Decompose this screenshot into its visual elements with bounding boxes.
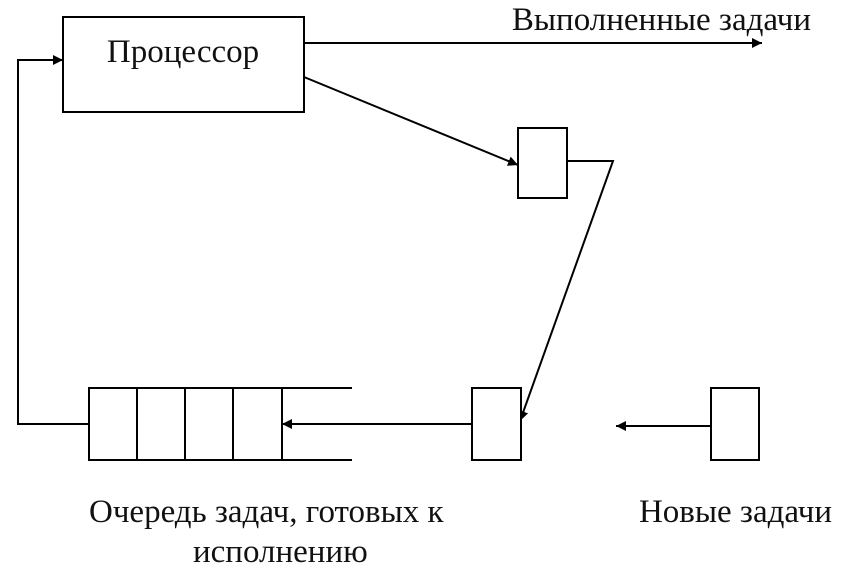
queue-slot (184, 387, 234, 461)
processor-box (62, 16, 305, 113)
intermediate-task-box (517, 127, 568, 199)
queue-slot (232, 387, 283, 461)
new-task-box (710, 387, 760, 461)
small-box-to-ready-task-arrow (518, 160, 615, 422)
completed-tasks-label: Выполненные задачи (512, 2, 811, 38)
ready-queue-label-line2: исполнению (193, 534, 368, 570)
new-tasks-label: Новые задачи (639, 494, 832, 530)
queue-slot (88, 387, 138, 461)
incoming-task-box (471, 387, 522, 461)
processor-label: Процессор (107, 34, 259, 70)
ready-queue (88, 387, 352, 461)
processor-to-small-box-arrow (303, 76, 519, 166)
queue-to-processor-arrow (17, 55, 89, 425)
ready-queue-label-line1: Очередь задач, готовых к (89, 494, 445, 530)
queue-slot (136, 387, 186, 461)
